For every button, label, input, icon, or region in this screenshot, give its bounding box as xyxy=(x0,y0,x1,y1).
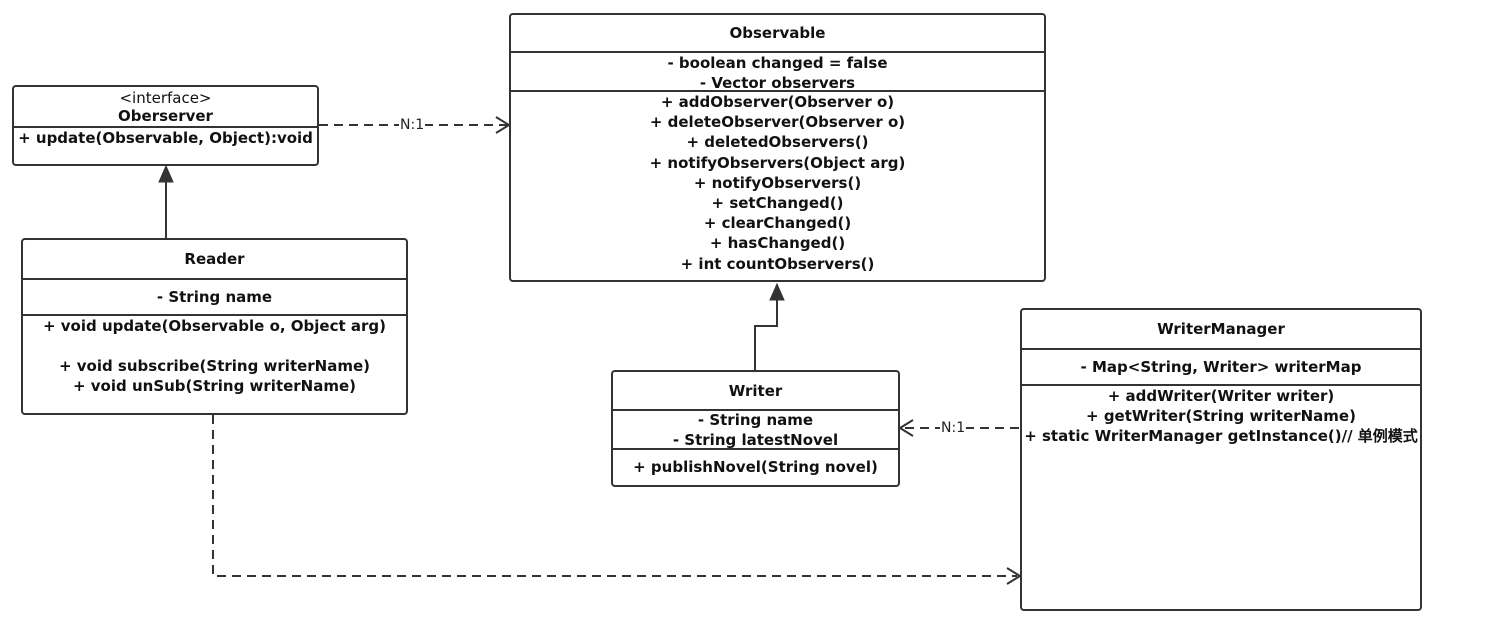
class-name: Reader xyxy=(184,250,245,268)
edge-reader-manager xyxy=(212,415,1017,577)
label-observer-observable: N:1 xyxy=(399,117,426,133)
divider xyxy=(511,51,1044,53)
arrowhead-writer-open xyxy=(898,419,914,437)
class-observable[interactable]: Observable - boolean changed = false - V… xyxy=(509,13,1046,282)
class-name: Observable xyxy=(729,24,826,42)
method: + clearChanged() xyxy=(703,214,852,233)
attribute: - String name xyxy=(156,287,273,306)
arrowhead-observable-filled xyxy=(769,282,785,301)
methods: + addWriter(Writer writer) + getWriter(S… xyxy=(1022,386,1420,450)
attribute: - Vector observers xyxy=(699,74,856,92)
method: + void subscribe(String writerName) xyxy=(58,356,371,375)
divider xyxy=(23,278,406,280)
method: + addWriter(Writer writer) xyxy=(1107,387,1335,405)
attribute: - String latestNovel xyxy=(672,431,839,449)
methods: + publishNovel(String novel) xyxy=(613,450,898,485)
attributes: - boolean changed = false - Vector obser… xyxy=(511,53,1044,92)
arrowhead-observer-filled xyxy=(158,164,174,183)
header: Reader xyxy=(23,240,406,278)
attribute: - Map<String, Writer> writerMap xyxy=(1080,357,1362,376)
divider xyxy=(613,409,898,411)
method: + deleteObserver(Observer o) xyxy=(649,113,906,132)
method: + void update(Observable o, Object arg) xyxy=(42,317,387,335)
method: + addObserver(Observer o) xyxy=(660,93,895,111)
divider xyxy=(511,90,1044,92)
attribute: - String name xyxy=(697,410,814,429)
attributes: - String name - String latestNovel xyxy=(613,411,898,449)
stereotype: <interface> xyxy=(119,89,212,107)
class-writer[interactable]: Writer - String name - String latestNove… xyxy=(611,370,900,487)
header: WriterManager xyxy=(1022,310,1420,348)
attribute: - boolean changed = false xyxy=(667,54,888,72)
class-observer-interface[interactable]: <interface> Oberserver + update(Observab… xyxy=(12,85,319,166)
label-manager-writer: N:1 xyxy=(940,420,967,436)
method: + hasChanged() xyxy=(709,234,846,253)
divider xyxy=(1022,384,1420,386)
methods: + void update(Observable o, Object arg) … xyxy=(23,316,406,396)
class-name: WriterManager xyxy=(1157,320,1285,338)
method: + setChanged() xyxy=(711,194,844,213)
method: + deletedObservers() xyxy=(686,133,869,152)
attributes: - Map<String, Writer> writerMap xyxy=(1022,350,1420,384)
method: + int countObservers() xyxy=(680,254,875,273)
attributes: - String name xyxy=(23,280,406,314)
edge-writer-observable xyxy=(754,299,778,370)
header: Writer xyxy=(613,372,898,409)
class-name: Oberserver xyxy=(118,107,213,125)
method: + void unSub(String writerName) xyxy=(72,376,357,395)
methods: + update(Observable, Object):void xyxy=(14,128,317,148)
divider xyxy=(613,448,898,450)
class-reader[interactable]: Reader - String name + void update(Obser… xyxy=(21,238,408,415)
divider xyxy=(23,314,406,316)
divider xyxy=(1022,348,1420,350)
method: + publishNovel(String novel) xyxy=(633,458,878,477)
class-name: Writer xyxy=(728,381,783,400)
divider xyxy=(14,126,317,128)
method: + static WriterManager getInstance()// 单… xyxy=(1024,427,1418,446)
method: + notifyObservers(Object arg) xyxy=(649,153,906,172)
header: <interface> Oberserver xyxy=(14,87,317,128)
method: + notifyObservers() xyxy=(693,173,862,192)
header: Observable xyxy=(511,15,1044,51)
method: + getWriter(String writerName) xyxy=(1086,407,1356,426)
class-writer-manager[interactable]: WriterManager - Map<String, Writer> writ… xyxy=(1020,308,1422,611)
methods: + addObserver(Observer o) + deleteObserv… xyxy=(511,92,1044,276)
method: + update(Observable, Object):void xyxy=(18,128,313,147)
